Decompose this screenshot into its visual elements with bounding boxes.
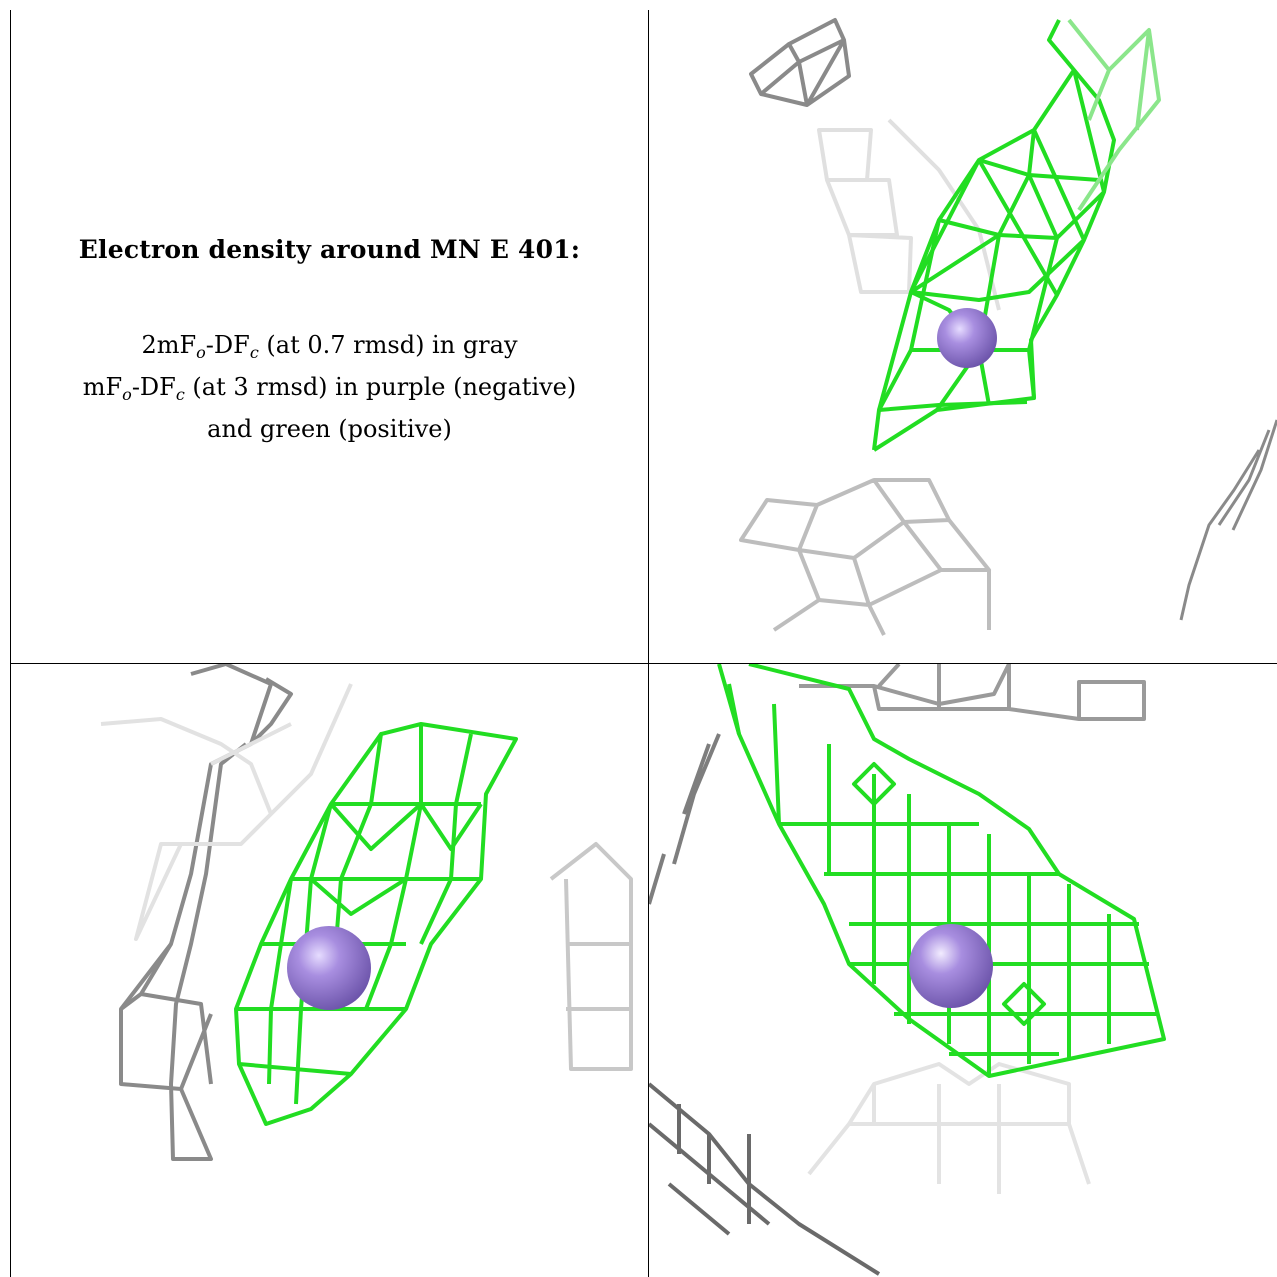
green-mesh <box>234 722 518 1126</box>
density-view-1-svg <box>739 18 1277 636</box>
density-view-3 <box>649 664 1277 1277</box>
gray-mesh-top <box>799 664 1146 721</box>
gray-mesh-right <box>549 842 633 1071</box>
green-mesh <box>872 19 1116 452</box>
density-view-2-svg <box>100 664 633 1161</box>
gray-mesh-left <box>649 733 721 905</box>
mn-atom-sphere <box>937 308 997 368</box>
gray-mesh-bottom <box>739 478 991 636</box>
caption-line-2: mFo-DFc (at 3 rmsd) in purple (negative) <box>82 373 577 404</box>
caption-line-1: 2mFo-DFc (at 0.7 rmsd) in gray <box>141 331 518 362</box>
gray-mesh-faint <box>817 118 1001 311</box>
gray-mesh-bottom-left <box>649 1082 881 1276</box>
gray-mesh-faint-bottom <box>807 1062 1091 1194</box>
divider-horizontal <box>10 663 1277 664</box>
green-mesh-faint <box>1067 18 1161 212</box>
gray-mesh-top <box>749 18 851 107</box>
caption-body: 2mFo-DFc (at 0.7 rmsd) in gray mFo-DFc (… <box>11 328 648 446</box>
gray-mesh-left <box>119 664 293 1161</box>
caption-line-3: and green (positive) <box>207 415 452 443</box>
divider-vertical <box>648 10 649 1277</box>
density-view-1 <box>649 10 1277 663</box>
caption-title: Electron density around MN E 401: <box>78 235 581 264</box>
density-view-3-svg <box>649 664 1166 1276</box>
gray-mesh-faint-left <box>100 683 353 941</box>
mn-atom-sphere <box>909 924 993 1008</box>
density-view-2 <box>11 664 648 1277</box>
mn-atom-sphere <box>287 926 371 1010</box>
green-mesh <box>717 664 1166 1078</box>
border-left <box>10 10 11 1277</box>
gray-mesh-right <box>1179 419 1277 621</box>
caption-panel: Electron density around MN E 401: 2mFo-D… <box>11 10 648 663</box>
